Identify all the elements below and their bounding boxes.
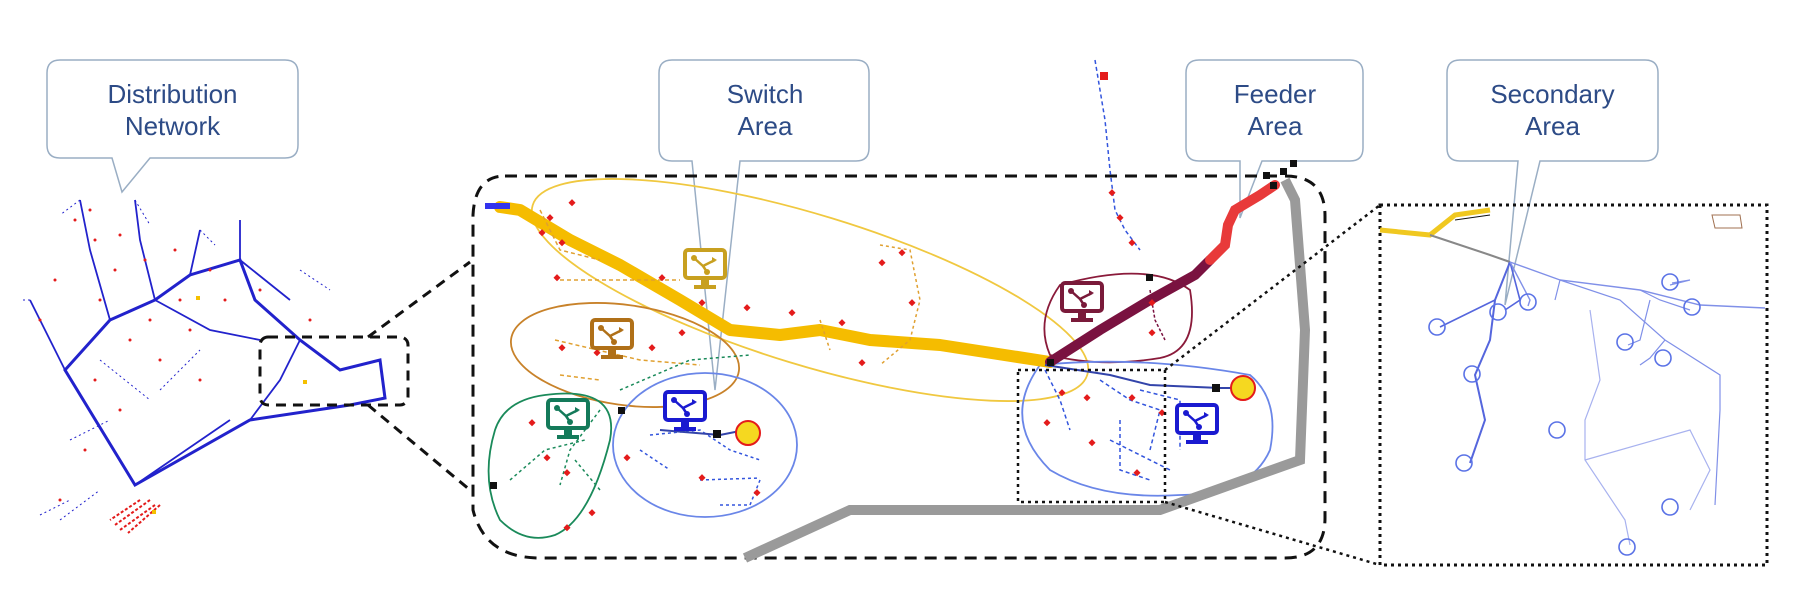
callout-switch-label: Switch Area <box>726 79 804 141</box>
switch-zone-yellow <box>530 178 1090 402</box>
switch-zone-green <box>487 392 613 539</box>
secondary-network <box>1379 207 1766 546</box>
monitor-switch-icon <box>663 390 707 433</box>
zoom-box-distribution <box>258 260 471 492</box>
distribution-nodes <box>38 208 312 502</box>
distribution-yellow-nodes <box>152 296 307 514</box>
main-trunk-yellow <box>494 201 1056 368</box>
monitor-feeder-icon <box>1060 281 1104 324</box>
callout-switch <box>658 59 870 391</box>
feeder-trunk-red <box>1205 180 1280 265</box>
switch-markers <box>490 160 1297 489</box>
monitor-feeder-icon <box>1175 403 1219 446</box>
callout-distribution <box>46 59 299 194</box>
callout-feeder-label: Feeder Area <box>1233 79 1317 141</box>
feeder-tie-line <box>1044 364 1256 401</box>
switch-zone-orange <box>510 302 740 408</box>
distribution-network-map <box>20 199 387 534</box>
switch-zone-blue <box>612 372 798 518</box>
secondary-nodes <box>1428 273 1701 556</box>
gray-transmission-line <box>742 177 1311 563</box>
callout-secondary-label: Secondary Area <box>1490 79 1615 141</box>
zoom-box-secondary <box>1016 204 1381 567</box>
callout-feeder <box>1185 59 1364 219</box>
feeder-trunk-dark <box>1045 255 1215 367</box>
secondary-panel-border <box>1378 203 1769 567</box>
callout-distribution-label: Distribution Network <box>107 79 238 141</box>
callout-secondary <box>1446 59 1659 306</box>
switch-tie-line <box>659 420 761 446</box>
secondary-branches <box>509 59 1181 506</box>
detail-panel-border <box>471 174 1327 560</box>
monitor-switch-icon <box>546 398 590 441</box>
